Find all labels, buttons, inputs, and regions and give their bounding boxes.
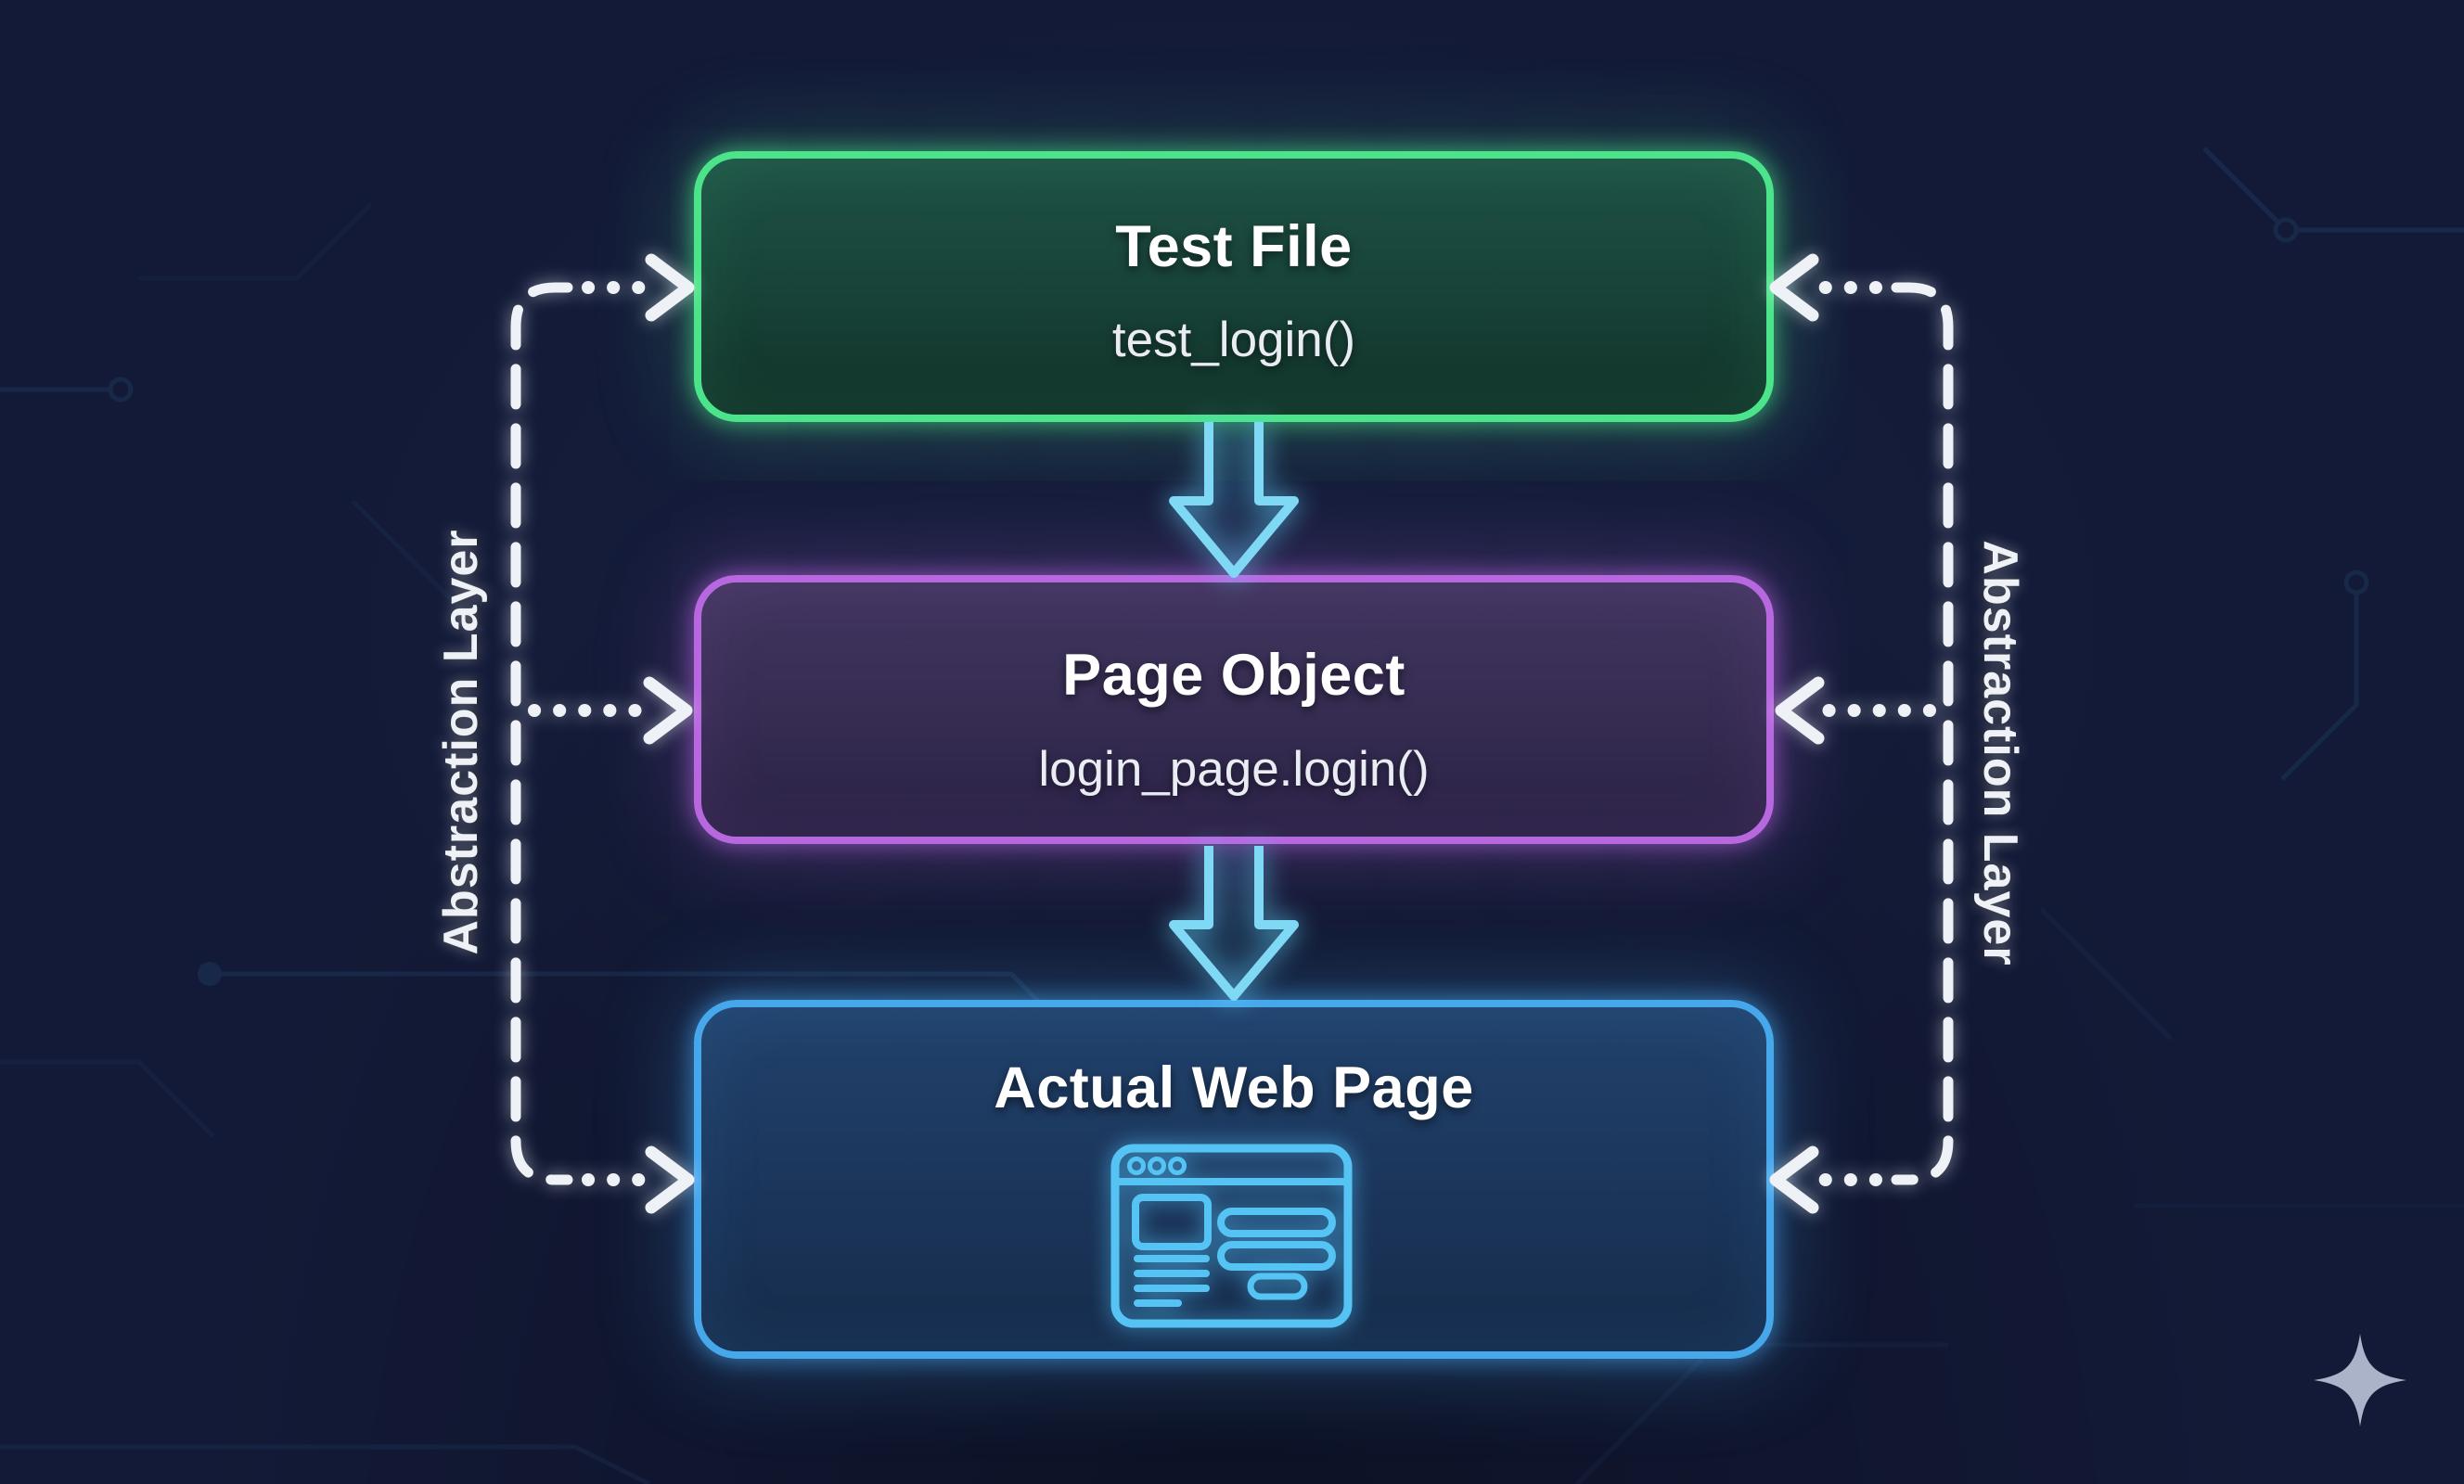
arrowhead-left-top-icon [1769, 253, 1819, 322]
arrowhead-right-bottom-icon [645, 1145, 695, 1214]
down-arrow-icon-top [1169, 422, 1299, 578]
actual-web-page-title: Actual Web Page [994, 1055, 1474, 1120]
arrowhead-right-mid-icon [643, 676, 693, 745]
abstraction-rail-right [1769, 253, 1954, 1214]
sparkle-icon [2314, 1334, 2406, 1426]
test-file-box: Test File test_login() [694, 151, 1774, 422]
actual-web-page-box: Actual Web Page [694, 1000, 1774, 1359]
page-object-code: login_page.login() [1038, 742, 1430, 797]
down-arrow-icon-bottom [1169, 846, 1299, 1001]
test-file-title: Test File [1115, 214, 1353, 279]
page-object-title: Page Object [1062, 643, 1405, 708]
arrowhead-left-bottom-icon [1769, 1145, 1819, 1214]
page-object-box: Page Object login_page.login() [694, 575, 1774, 844]
test-file-code: test_login() [1111, 313, 1356, 367]
abstraction-layer-label-left: Abstraction Layer [434, 529, 488, 955]
abstraction-layer-label-right: Abstraction Layer [1973, 540, 2027, 966]
arrowhead-left-mid-icon [1775, 676, 1825, 745]
arrowhead-right-top-icon [645, 253, 695, 322]
abstraction-rail-left [510, 253, 695, 1214]
